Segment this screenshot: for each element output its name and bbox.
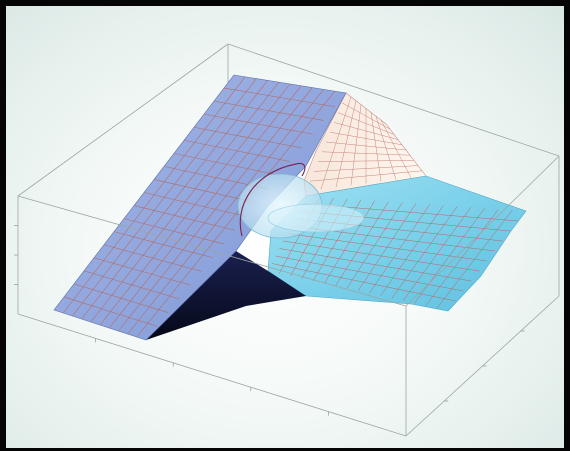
mesh-line <box>333 122 399 140</box>
axis-tick-marks <box>14 225 525 416</box>
mesh-line <box>325 141 407 151</box>
mesh-line <box>173 153 280 176</box>
left-slab-grid-lines <box>62 76 336 338</box>
mesh-line <box>321 151 411 156</box>
surface-shadow <box>146 251 306 340</box>
mesh-line <box>329 131 403 146</box>
mesh-line <box>93 257 191 286</box>
mesh-line <box>341 102 391 130</box>
mesh-line <box>279 248 472 282</box>
mesh-line <box>193 126 302 149</box>
mesh-line <box>123 218 224 245</box>
ridge-grid-lines <box>309 96 423 190</box>
surface-plot <box>14 43 560 437</box>
mesh-line <box>183 140 291 162</box>
mesh-line <box>63 296 158 327</box>
mesh-line <box>317 160 415 162</box>
mesh-line <box>213 100 324 121</box>
mesh-line <box>83 270 180 300</box>
mesh-line <box>271 263 456 302</box>
mesh-line <box>223 87 335 107</box>
mesh-line <box>275 255 464 292</box>
mesh-line <box>309 170 423 182</box>
bubble-rim <box>267 203 365 233</box>
bubble-contour <box>239 162 306 237</box>
mesh-line <box>203 113 313 135</box>
mesh-line <box>286 233 488 262</box>
plot-panel <box>6 6 564 448</box>
mesh-line <box>73 283 169 313</box>
mesh-line <box>113 231 213 258</box>
mesh-line <box>143 192 247 217</box>
mesh-line <box>313 165 419 172</box>
mesh-line <box>133 205 235 231</box>
mesh-line <box>103 244 202 272</box>
mesh-line <box>337 112 395 135</box>
